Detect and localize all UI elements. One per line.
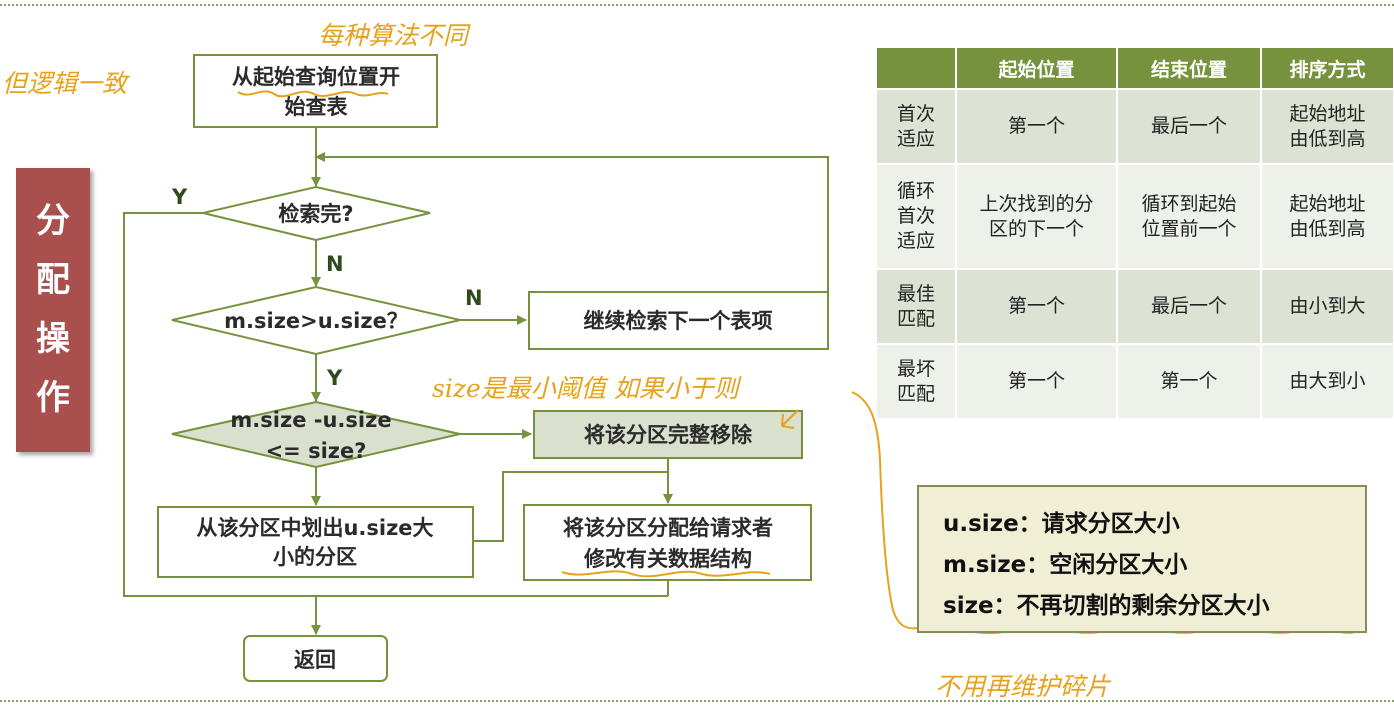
decision-remainder bbox=[171, 400, 461, 469]
start-position-cell: 上次找到的分区的下一个 bbox=[955, 163, 1118, 270]
side-title-char: 作 bbox=[36, 378, 70, 418]
algorithm-name-cell: 最坏匹配 bbox=[875, 343, 957, 420]
algorithm-name-cell: 循环首次适应 bbox=[875, 163, 957, 270]
algorithm-name-cell: 首次适应 bbox=[875, 88, 957, 165]
sort-order-cell: 由小到大 bbox=[1260, 268, 1394, 345]
continue-search-text: 继续检索下一个表项 bbox=[584, 309, 773, 333]
definition-msize: m.size：空闲分区大小 bbox=[943, 552, 1188, 578]
table-row: 最佳匹配 第一个 最后一个 由小到大 bbox=[875, 268, 1394, 345]
definition-size: size：不再切割的剩余分区大小 bbox=[943, 593, 1270, 619]
decision-done-text: 检索完? bbox=[278, 202, 353, 226]
definitions-box: u.size：请求分区大小 m.size：空闲分区大小 size：不再切割的剩余… bbox=[917, 485, 1367, 633]
start-position-cell: 第一个 bbox=[955, 268, 1118, 345]
table-header-cell: 排序方式 bbox=[1260, 46, 1394, 90]
end-position-cell: 最后一个 bbox=[1116, 88, 1262, 165]
table-row: 首次适应 第一个 最后一个 起始地址由低到高 bbox=[875, 88, 1394, 165]
table-row: 循环首次适应 上次找到的分区的下一个 循环到起始位置前一个 起始地址由低到高 bbox=[875, 163, 1394, 270]
decision-size-compare bbox=[171, 285, 461, 356]
start-text-line1: 从起始查询位置开 bbox=[232, 65, 400, 89]
side-title-char: 配 bbox=[36, 260, 70, 300]
start-text-line2: 始查表 bbox=[285, 95, 349, 119]
start-position-cell: 第一个 bbox=[955, 88, 1118, 165]
end-position-cell: 最后一个 bbox=[1116, 268, 1262, 345]
branch-label-n-size: N bbox=[465, 286, 483, 310]
table-header-cell: 起始位置 bbox=[955, 46, 1118, 90]
definition-usize: u.size：请求分区大小 bbox=[943, 511, 1180, 537]
remove-partition-box bbox=[533, 410, 803, 459]
annotation-bottom: 不用再维护碎片 bbox=[935, 672, 1112, 701]
branch-label-y-done: Y bbox=[171, 185, 188, 209]
bottom-dotted-border bbox=[0, 700, 1394, 702]
decision-search-done bbox=[202, 185, 431, 242]
sort-order-cell: 起始地址由低到高 bbox=[1260, 163, 1394, 270]
end-position-cell: 第一个 bbox=[1116, 343, 1262, 420]
split-partition-box bbox=[157, 506, 474, 578]
table-header-cell bbox=[875, 46, 957, 90]
return-box bbox=[243, 635, 388, 682]
decision-remain-line1: m.size -u.size bbox=[230, 408, 391, 432]
side-title-banner: 分 配 操 作 bbox=[16, 168, 90, 452]
decision-size-text: m.size>u.size？ bbox=[224, 309, 408, 333]
sort-order-cell: 由大到小 bbox=[1260, 343, 1394, 420]
remove-partition-text: 将该分区完整移除 bbox=[584, 423, 753, 447]
return-text: 返回 bbox=[294, 648, 336, 672]
split-text-line2: 小的分区 bbox=[273, 545, 357, 569]
allocate-text-line1: 将该分区分配给请求者 bbox=[563, 516, 773, 540]
table-header-cell: 结束位置 bbox=[1116, 46, 1262, 90]
branch-label-y-size: Y bbox=[326, 366, 343, 390]
split-text-line1: 从该分区中划出u.size大 bbox=[196, 516, 433, 540]
start-box bbox=[193, 54, 438, 128]
annotation-left: 但逻辑一致 bbox=[2, 69, 130, 98]
decision-remain-line2: <= size? bbox=[266, 439, 367, 463]
branch-label-n-done: N bbox=[326, 252, 344, 276]
table-row: 最坏匹配 第一个 第一个 由大到小 bbox=[875, 343, 1394, 420]
side-title-char: 分 bbox=[36, 201, 70, 241]
flow-connectors bbox=[123, 127, 829, 635]
top-dotted-border bbox=[0, 4, 1394, 6]
start-position-cell: 第一个 bbox=[955, 343, 1118, 420]
table-header-row: 起始位置 结束位置 排序方式 bbox=[875, 46, 1394, 90]
allocate-text-line2: 修改有关数据结构 bbox=[583, 547, 752, 571]
algorithm-name-cell: 最佳匹配 bbox=[875, 268, 957, 345]
algorithm-comparison-table: 起始位置 结束位置 排序方式 首次适应 第一个 最后一个 起始地址由低到高 循环… bbox=[875, 46, 1394, 420]
annotation-top: 每种算法不同 bbox=[318, 21, 471, 50]
annotation-middle: size是最小阈值 如果小于则 bbox=[432, 374, 742, 403]
side-title-char: 操 bbox=[36, 319, 70, 359]
continue-search-box bbox=[528, 291, 829, 350]
allocate-box bbox=[523, 504, 812, 581]
end-position-cell: 循环到起始位置前一个 bbox=[1116, 163, 1262, 270]
sort-order-cell: 起始地址由低到高 bbox=[1260, 88, 1394, 165]
